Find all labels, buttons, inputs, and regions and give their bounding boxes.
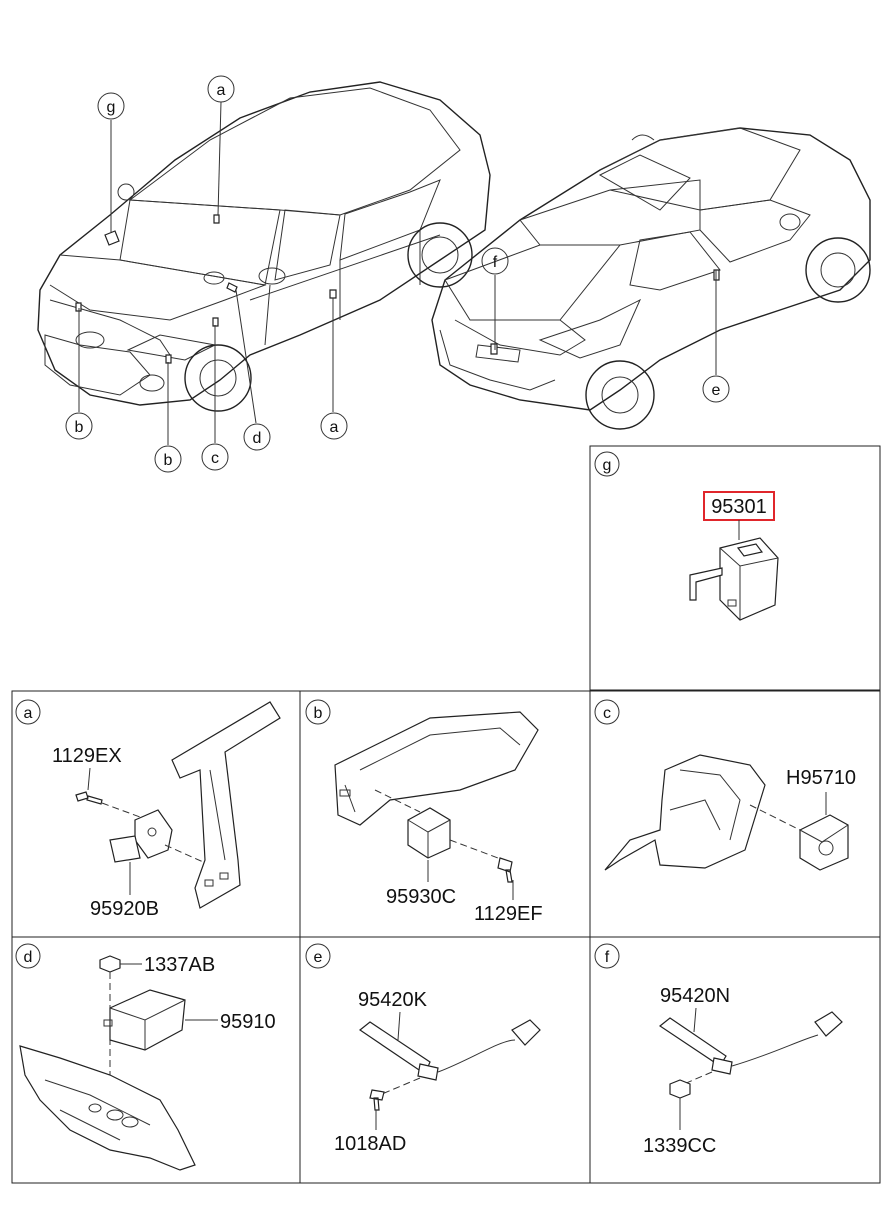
part-1337AB-nut: [99, 955, 121, 973]
svg-text:f: f: [493, 254, 498, 271]
part-1339CC-label: 1339CC: [643, 1135, 716, 1157]
part-95930C-label: 95930C: [386, 886, 456, 908]
part-95910-label: 95910: [220, 1011, 276, 1033]
panel-c-wheel-house: [604, 754, 766, 871]
panel-f: f 95420N 1339CC: [589, 936, 881, 1184]
svg-text:c: c: [603, 705, 611, 722]
svg-text:d: d: [24, 949, 33, 966]
svg-text:a: a: [24, 705, 33, 722]
svg-text:b: b: [314, 705, 323, 722]
panel-e: e 95420K 1018AD: [299, 936, 591, 1184]
part-1129EF-bolt: [497, 857, 513, 883]
callout-c: c: [201, 443, 229, 471]
panel-e-letter: e: [305, 943, 331, 969]
part-H95710-sensor: [799, 814, 849, 871]
panel-b: b 95930C 1129EF: [299, 690, 591, 938]
callout-a-bottom: a: [320, 412, 348, 440]
panel-c: c H95710: [589, 690, 881, 938]
svg-text:a: a: [330, 419, 339, 436]
panel-g: g 95301: [589, 445, 881, 691]
part-95420N-sensor: [658, 1011, 843, 1075]
panel-f-letter: f: [594, 943, 620, 969]
svg-text:e: e: [712, 382, 721, 399]
part-95420N-label: 95420N: [660, 985, 730, 1007]
callout-f-rear: f: [481, 247, 509, 275]
part-95920B-label: 95920B: [90, 898, 159, 920]
part-95930C-sensor: [407, 807, 451, 859]
panel-d-letter: d: [15, 943, 41, 969]
panel-b-letter: b: [305, 699, 331, 725]
part-95420K-sensor: [358, 1019, 541, 1081]
part-H95710-label: H95710: [786, 767, 856, 789]
part-95301-label: 95301: [711, 496, 767, 518]
callout-g-front: g: [97, 92, 125, 120]
svg-text:d: d: [253, 430, 262, 447]
part-1339CC-nut: [669, 1079, 691, 1099]
panel-a-letter: a: [15, 699, 41, 725]
callout-b-left: b: [65, 412, 93, 440]
svg-text:g: g: [107, 99, 116, 116]
car-rear-view: [431, 127, 871, 430]
callout-e-rear: e: [702, 375, 730, 403]
part-1018AD-label: 1018AD: [334, 1133, 406, 1155]
part-95420K-label: 95420K: [358, 989, 428, 1011]
svg-text:f: f: [605, 949, 610, 966]
callout-a-top: a: [207, 75, 235, 103]
svg-text:b: b: [75, 419, 84, 436]
panel-g-letter: g: [594, 451, 620, 477]
panel-a-pillar: [171, 701, 281, 909]
panel-d-floor-panel: [19, 1045, 196, 1171]
part-95301-module: [689, 537, 779, 621]
part-1129EX-bolt: [75, 791, 103, 805]
part-1337AB-label: 1337AB: [144, 954, 215, 976]
svg-text:e: e: [314, 949, 323, 966]
part-95910-airbag-module: [103, 989, 186, 1051]
part-1129EX-label: 1129EX: [52, 745, 122, 767]
part-1018AD-bolt: [369, 1089, 385, 1111]
part-95920B-sensor: [109, 809, 173, 863]
svg-text:a: a: [217, 82, 226, 99]
svg-text:c: c: [211, 450, 219, 467]
svg-text:b: b: [164, 452, 173, 469]
panel-a: a 1129EX 95920B: [11, 690, 301, 938]
car-front-view: [37, 81, 491, 445]
panel-c-letter: c: [594, 699, 620, 725]
panel-b-frame-rail: [334, 711, 539, 826]
panel-d: d 1337AB 95910: [11, 936, 301, 1184]
callout-d: d: [243, 423, 271, 451]
callout-b-right: b: [154, 445, 182, 473]
part-1129EF-label: 1129EF: [474, 903, 543, 925]
svg-text:g: g: [603, 457, 612, 474]
